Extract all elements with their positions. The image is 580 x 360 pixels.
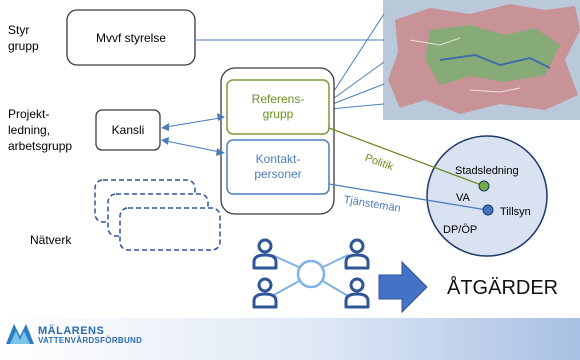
- user-icon: [252, 277, 278, 309]
- right-arrow-icon: [378, 260, 428, 314]
- atgarder-label: ÅTGÄRDER: [447, 277, 559, 299]
- va-label: VA: [456, 192, 470, 204]
- kansli-arrows: [161, 113, 225, 156]
- tillsyn-dot: [482, 204, 494, 216]
- dpop-label: DP/ÖP: [443, 224, 478, 236]
- map-connector-lines: [196, 13, 385, 110]
- user-icon: [252, 238, 278, 270]
- logo-line2: VATTENVÅRDSFÖRBUND: [38, 336, 143, 345]
- user-icon: [344, 238, 370, 270]
- politik-line: [328, 127, 485, 187]
- va-dot: [478, 180, 490, 192]
- user-network-icon: [252, 238, 370, 309]
- stadsledning-label: Stadsledning: [455, 165, 519, 177]
- styrelse-label: Mvvf styrelse: [95, 30, 166, 45]
- kontaktpersoner-label: Kontakt- personer: [254, 152, 302, 181]
- logo-mark: [6, 324, 34, 344]
- kansli-box: [95, 109, 161, 151]
- map-image: [383, 0, 580, 120]
- styrelse-box: [66, 9, 196, 66]
- natverk-label: Nätverk: [30, 233, 72, 247]
- tillsyn-label: Tillsyn: [500, 206, 531, 218]
- stakeholder-circle: [426, 135, 548, 257]
- natverk-boxes: [94, 179, 221, 251]
- logo-line1: MÄLARENS: [38, 325, 105, 337]
- logo-text: MÄLARENS VATTENVÅRDSFÖRBUND: [38, 326, 142, 346]
- kontaktpersoner-box: [226, 139, 330, 195]
- tjansteman-line: [328, 183, 488, 211]
- user-icon: [344, 277, 370, 309]
- projekt-label: Projekt- ledning, arbetsgrupp: [8, 107, 73, 153]
- referensgrupp-box: [226, 79, 330, 135]
- styr-grupp-label: Styr grupp: [8, 23, 39, 53]
- hub-circle-icon: [296, 259, 326, 289]
- kansli-label: Kansli: [111, 123, 145, 137]
- referensgrupp-label: Referens- grupp: [251, 92, 305, 121]
